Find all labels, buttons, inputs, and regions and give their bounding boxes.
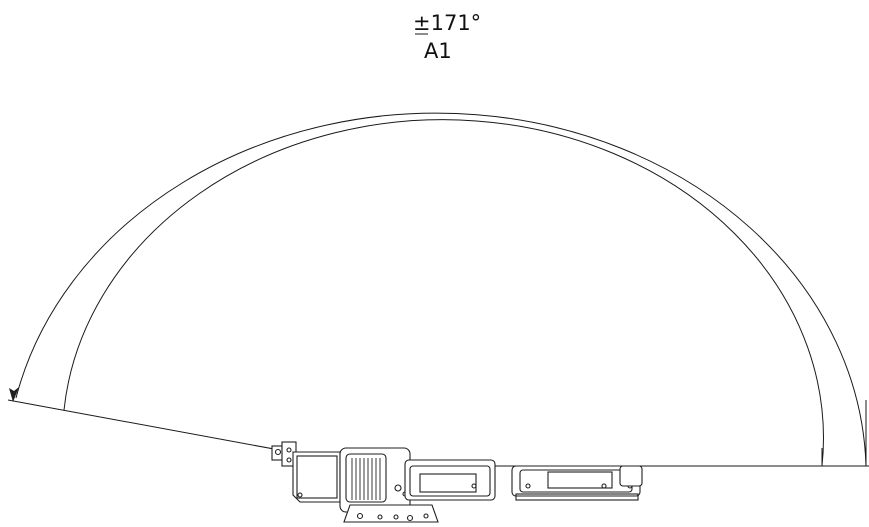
robot-base-drawing <box>271 441 643 523</box>
dimension-label: ±171° A1 <box>413 11 481 63</box>
inner-envelope-arc <box>63 119 824 467</box>
outer-range-arc <box>15 112 867 467</box>
range-label: ±171° <box>413 11 481 35</box>
left-limit-line <box>7 399 313 457</box>
arc-arrowhead-icon <box>9 387 19 402</box>
axis-label: A1 <box>424 39 452 63</box>
motor-fins <box>351 458 381 500</box>
